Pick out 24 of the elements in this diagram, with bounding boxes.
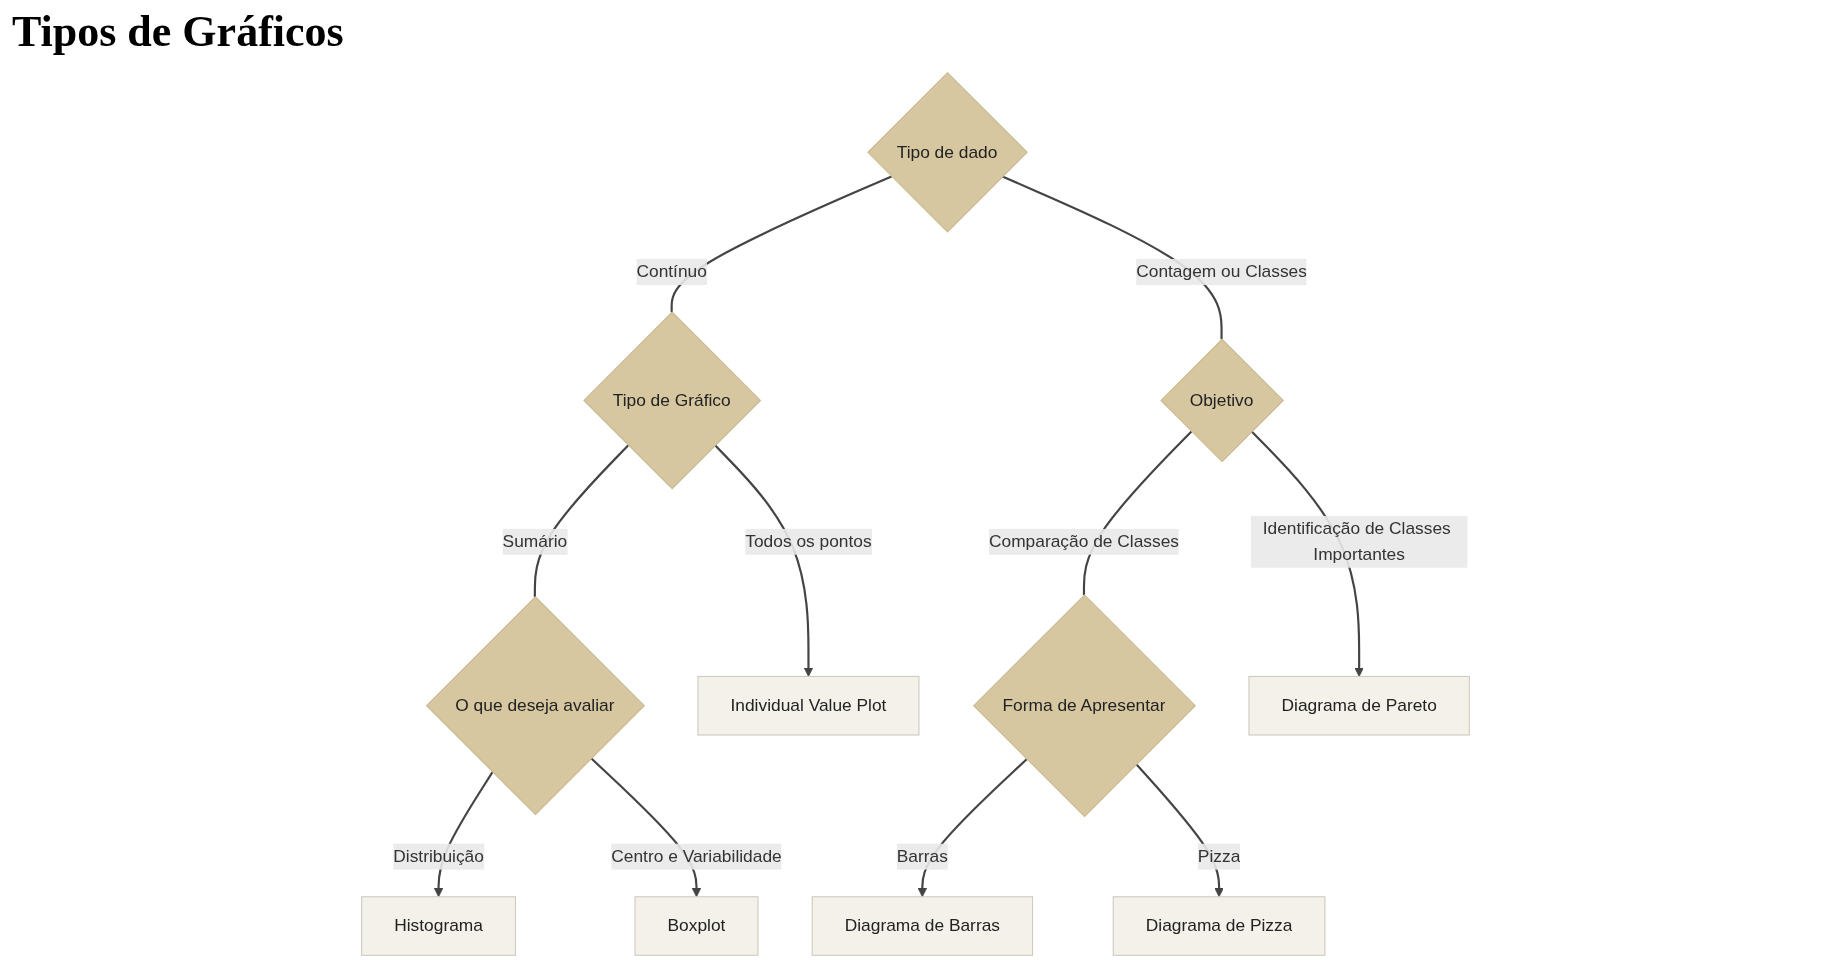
node-box: Diagrama de Pizza <box>1112 896 1326 956</box>
node-box: Diagrama de Barras <box>811 896 1034 956</box>
edge-label: Contagem ou Classes <box>1136 262 1307 281</box>
edge-label: Sumário <box>502 532 568 551</box>
title: Tipos de Gráficos <box>12 6 344 57</box>
node-box: Individual Value Plot <box>697 675 920 736</box>
node-diamond: Forma de Apresentar <box>972 594 1197 818</box>
node-box: Boxplot <box>634 896 759 956</box>
node-diamond: Objetivo <box>1160 338 1284 463</box>
edge-label: Contínuo <box>636 262 707 281</box>
node-diamond: Tipo de Gráfico <box>583 311 762 490</box>
node-diamond: Tipo de dado <box>867 71 1028 233</box>
edge-label: Pizza <box>1197 846 1241 866</box>
edge-label: Identificação de Classes Importantes <box>1262 519 1451 564</box>
node-box: Histograma <box>361 896 516 956</box>
edge-label: Todos os pontos <box>745 532 872 551</box>
edge-label: Comparação de Classes <box>988 532 1179 551</box>
edge-label: Distribuição <box>393 846 484 866</box>
edge-label: Barras <box>896 846 948 866</box>
node-box: Diagrama de Pareto <box>1248 675 1470 736</box>
edge-label: Centro e Variabilidade <box>611 846 782 866</box>
connector <box>670 175 892 313</box>
arrow <box>714 444 814 677</box>
node-diamond: O que deseja avaliar <box>425 596 646 816</box>
